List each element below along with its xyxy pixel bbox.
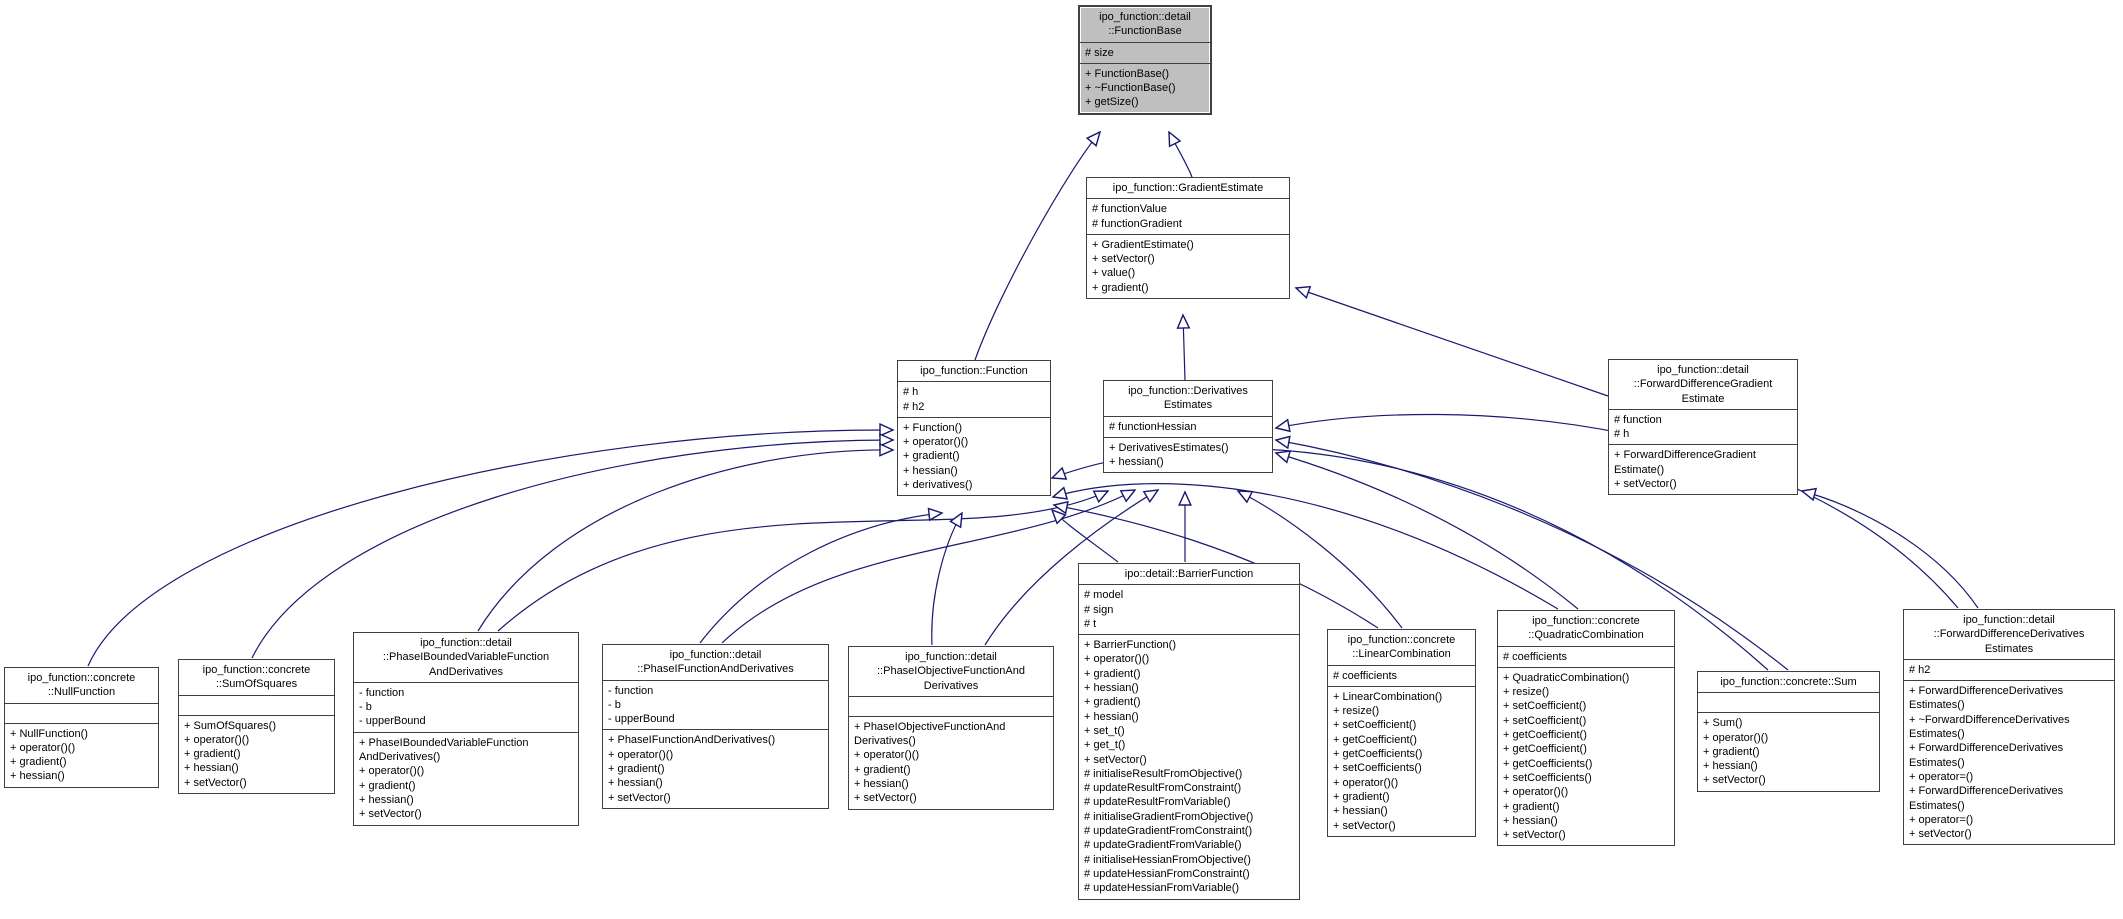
class-attributes: - function- b- upperBound: [354, 681, 578, 732]
class-title: ipo_function::concrete ::SumOfSquares: [202, 664, 311, 691]
class-methods: + ForwardDifferenceGradient Estimate()+ …: [1609, 444, 1797, 494]
class-box-linearcombination[interactable]: ipo_function::concrete ::LinearCombinati…: [1327, 629, 1476, 837]
edge-barrierfunction-to-function: [1052, 510, 1119, 563]
edge-quadraticcombination-to-derivativesestimates: [1276, 453, 1579, 610]
class-attributes: # model# sign# t: [1079, 584, 1299, 634]
class-box-quadraticcombination[interactable]: ipo_function::concrete ::QuadraticCombin…: [1497, 610, 1675, 847]
class-methods: + QuadraticCombination()+ resize()+ setC…: [1498, 666, 1674, 846]
edge-sumofsquares-to-function: [251, 440, 893, 659]
class-methods: + GradientEstimate()+ setVector()+ value…: [1087, 233, 1289, 298]
class-title: ipo::detail::BarrierFunction: [1124, 568, 1254, 580]
class-box-forwarddifferencegradientestimate[interactable]: ipo_function::detail ::ForwardDifference…: [1608, 359, 1798, 496]
class-attributes: - function- b- upperBound: [603, 679, 828, 730]
class-box-forwarddifferencederivativesestimates[interactable]: ipo_function::detail ::ForwardDifference…: [1903, 609, 2115, 846]
class-title: ipo_function::detail ::FunctionBase: [1099, 11, 1191, 38]
class-methods: + PhaseIObjectiveFunctionAnd Derivatives…: [849, 715, 1053, 809]
edge-gradientestimate-to-functionbase: [1169, 132, 1193, 178]
class-attributes: [849, 695, 1053, 716]
class-box-phaseiobjectivefunctionandderivatives[interactable]: ipo_function::detail ::PhaseIObjectiveFu…: [848, 646, 1054, 810]
class-attributes: # function# h: [1609, 408, 1797, 445]
class-attributes: # functionValue# functionGradient: [1087, 198, 1289, 234]
edge-phase1bounded-to-derivativesestimates: [497, 491, 1108, 632]
class-methods: + BarrierFunction()+ operator()()+ gradi…: [1079, 634, 1299, 898]
class-box-gradientestimate[interactable]: ipo_function::GradientEstimate # functio…: [1086, 177, 1290, 300]
class-title: ipo_function::Function: [920, 365, 1028, 377]
edge-nullfunction-to-function: [87, 430, 893, 667]
class-box-phaseifunctionandderivatives[interactable]: ipo_function::detail ::PhaseIFunctionAnd…: [602, 644, 829, 809]
class-methods: + LinearCombination()+ resize()+ setCoef…: [1328, 685, 1475, 836]
class-box-barrierfunction[interactable]: ipo::detail::BarrierFunction # model# si…: [1078, 563, 1300, 900]
class-attributes: # coefficients: [1328, 664, 1475, 686]
class-box-sumofsquares[interactable]: ipo_function::concrete ::SumOfSquares + …: [178, 659, 335, 795]
class-box-sum[interactable]: ipo_function::concrete::Sum + Sum()+ ope…: [1697, 671, 1880, 792]
class-methods: + DerivativesEstimates()+ hessian(): [1104, 436, 1272, 473]
class-methods: + Sum()+ operator()()+ gradient()+ hessi…: [1698, 712, 1879, 790]
class-title: ipo_function::concrete::Sum: [1720, 676, 1857, 688]
class-title: ipo_function::concrete ::NullFunction: [27, 672, 136, 699]
class-title: ipo_function::concrete ::LinearCombinati…: [1347, 634, 1456, 661]
class-title: ipo_function::detail ::ForwardDifference…: [1933, 614, 2085, 655]
edge-phase1bounded-to-function: [477, 450, 893, 632]
class-attributes: [179, 694, 334, 715]
class-attributes: [1698, 692, 1879, 712]
edge-function-to-functionbase: [974, 132, 1100, 361]
edge-fdgradientestimate-to-gradientestimate: [1296, 288, 1609, 397]
edge-phase1function-to-derivativesestimates: [721, 490, 1135, 644]
class-attributes: [5, 702, 158, 723]
class-attributes: # coefficients: [1498, 645, 1674, 667]
edge-fdderivatives-to-fdgradientestimate: [1802, 491, 1979, 609]
class-box-functionbase[interactable]: ipo_function::detail ::FunctionBase # si…: [1078, 5, 1212, 115]
class-methods: + SumOfSquares()+ operator()()+ gradient…: [179, 714, 334, 793]
class-attributes: # functionHessian: [1104, 415, 1272, 437]
class-title: ipo_function::concrete ::QuadraticCombin…: [1528, 615, 1644, 642]
class-box-derivativesestimates[interactable]: ipo_function::Derivatives Estimates # fu…: [1103, 380, 1273, 474]
class-title: ipo_function::detail ::ForwardDifference…: [1633, 364, 1773, 405]
class-box-nullfunction[interactable]: ipo_function::concrete ::NullFunction + …: [4, 667, 159, 788]
class-title: ipo_function::Derivatives Estimates: [1128, 385, 1248, 412]
class-methods: + PhaseIBoundedVariableFunction AndDeriv…: [354, 731, 578, 825]
class-methods: + FunctionBase()+ ~FunctionBase()+ getSi…: [1080, 62, 1210, 113]
edge-derivativesestimates-to-gradientestimate: [1183, 315, 1185, 381]
class-title: ipo_function::detail ::PhaseIBoundedVari…: [382, 637, 550, 678]
class-attributes: # h2: [1904, 658, 2114, 680]
class-title: ipo_function::GradientEstimate: [1112, 182, 1264, 194]
class-box-phaseiboundedvariablefunctionandderivatives[interactable]: ipo_function::detail ::PhaseIBoundedVari…: [353, 632, 579, 826]
class-methods: + Function()+ operator()()+ gradient()+ …: [898, 416, 1050, 495]
class-methods: + PhaseIFunctionAndDerivatives()+ operat…: [603, 729, 828, 807]
class-box-function[interactable]: ipo_function::Function # h# h2 + Functio…: [897, 360, 1051, 497]
class-methods: + ForwardDifferenceDerivatives Estimates…: [1904, 680, 2114, 844]
class-methods: + NullFunction()+ operator()()+ gradient…: [5, 722, 158, 787]
class-title: ipo_function::detail ::PhaseIFunctionAnd…: [637, 649, 794, 676]
edge-phase1function-to-function: [699, 513, 942, 644]
class-attributes: # size: [1080, 41, 1210, 63]
edge-phase1objective-to-function: [931, 513, 962, 646]
class-title: ipo_function::detail ::PhaseIObjectiveFu…: [877, 651, 1025, 692]
class-attributes: # h# h2: [898, 381, 1050, 417]
